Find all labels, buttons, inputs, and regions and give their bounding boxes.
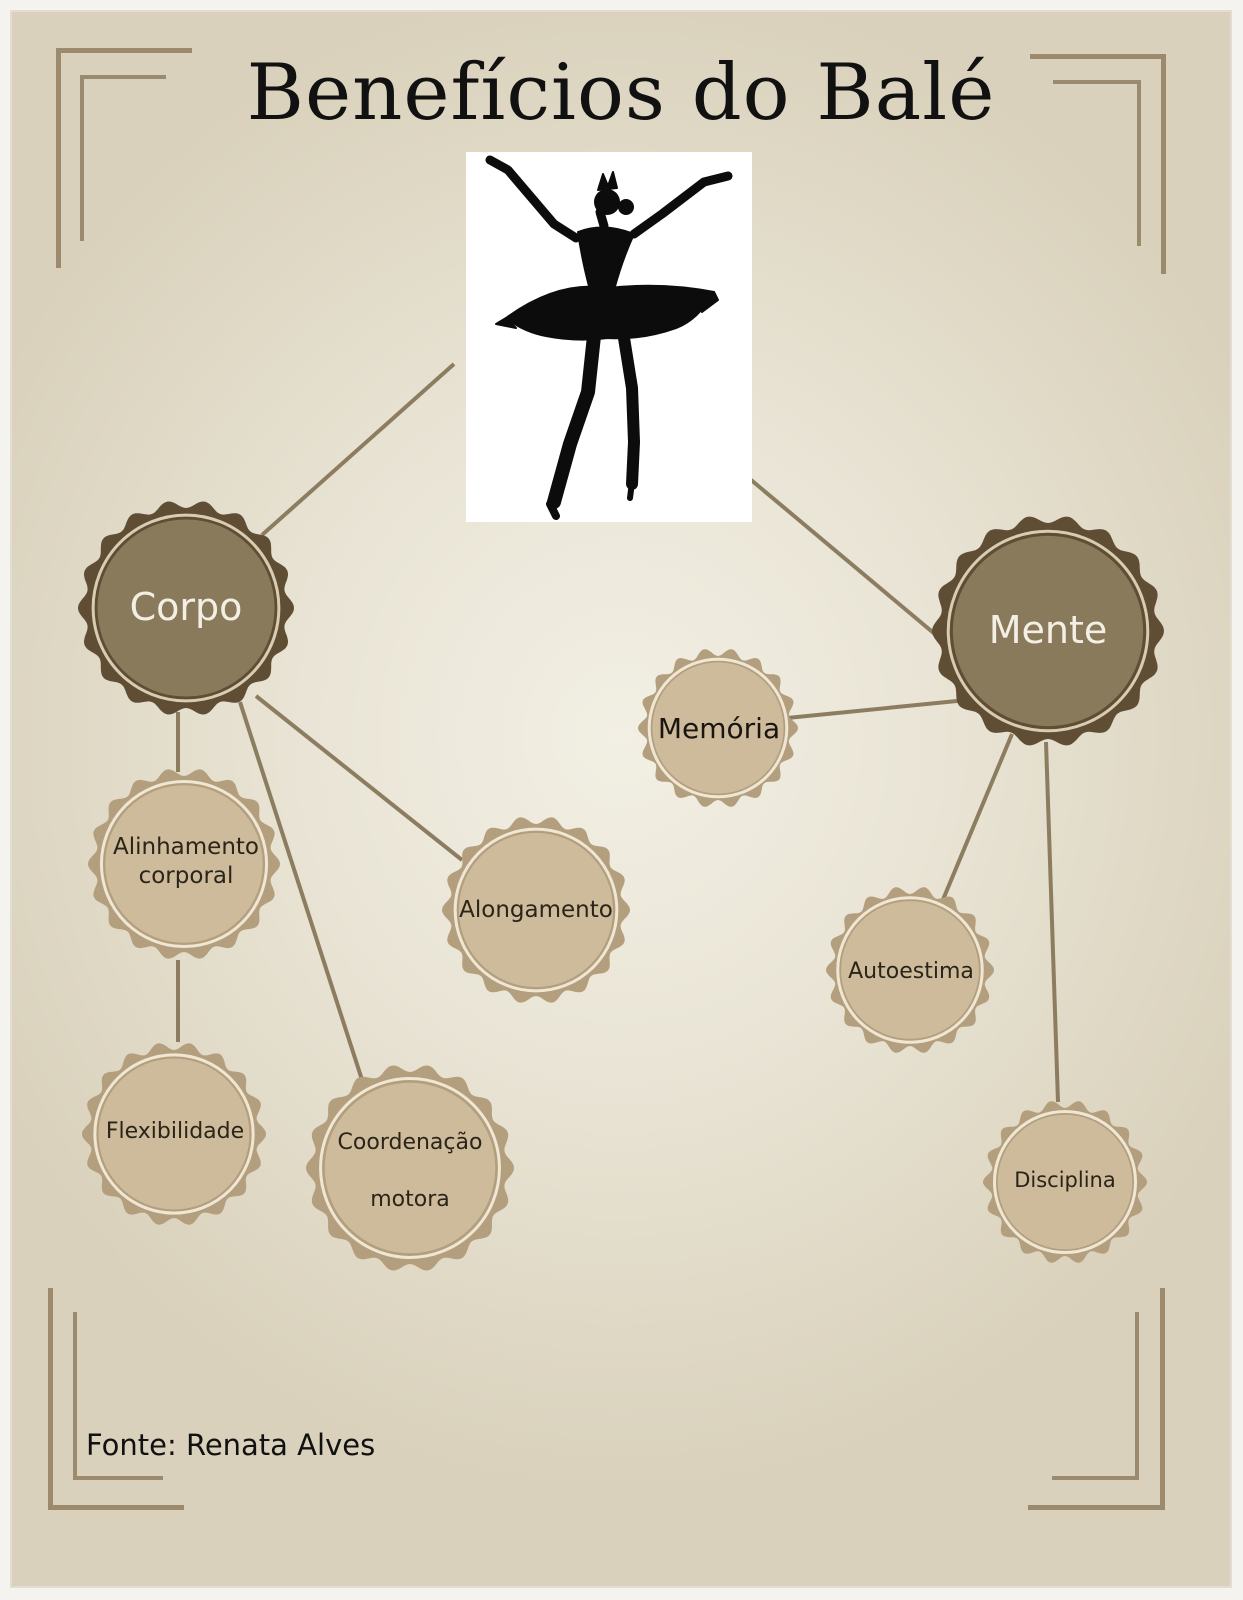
node-mente-badge bbox=[932, 516, 1164, 746]
node-alinhamento-badge bbox=[88, 769, 280, 959]
ballerina-silhouette-icon bbox=[485, 155, 733, 520]
infographic-page: Benefícios do Balé bbox=[12, 12, 1230, 1586]
node-autoestima-label: Autoestima bbox=[848, 959, 974, 985]
node-flexibilidade-badge bbox=[82, 1043, 266, 1225]
node-memoria-label: Memória bbox=[657, 711, 781, 745]
connector-line bbox=[742, 472, 944, 642]
node-alinhamento-label: Alinhamento corporal bbox=[113, 834, 259, 889]
ballerina-illustration bbox=[466, 152, 752, 522]
node-alongamento-label: Alongamento bbox=[459, 896, 613, 923]
node-disciplina-label: Disciplina bbox=[1014, 1167, 1116, 1192]
node-corpo-badge bbox=[78, 501, 294, 715]
source-credit: Fonte: Renata Alves bbox=[86, 1428, 376, 1462]
node-corpo-label: Corpo bbox=[129, 585, 243, 630]
connector-line bbox=[940, 733, 1014, 903]
connector-line bbox=[1044, 741, 1060, 1103]
connector-line bbox=[238, 701, 366, 1087]
node-badges bbox=[78, 501, 1164, 1271]
connector-line bbox=[786, 698, 968, 720]
page-title: Benefícios do Balé bbox=[246, 48, 996, 138]
node-alongamento-badge bbox=[442, 817, 630, 1003]
node-disciplina-badge bbox=[983, 1101, 1147, 1263]
node-coordenacao-badge bbox=[306, 1065, 514, 1271]
node-flexibilidade-label: Flexibilidade bbox=[105, 1119, 245, 1145]
connector-line bbox=[260, 362, 456, 537]
connector-lines bbox=[176, 362, 1060, 1103]
node-memoria-badge bbox=[638, 649, 798, 807]
connector-line bbox=[254, 694, 464, 862]
mind-map bbox=[78, 362, 1164, 1271]
node-coordenacao-label: Coordenação motora bbox=[337, 1130, 483, 1213]
node-mente-label: Mente bbox=[988, 608, 1108, 653]
node-autoestima-badge bbox=[826, 887, 994, 1053]
